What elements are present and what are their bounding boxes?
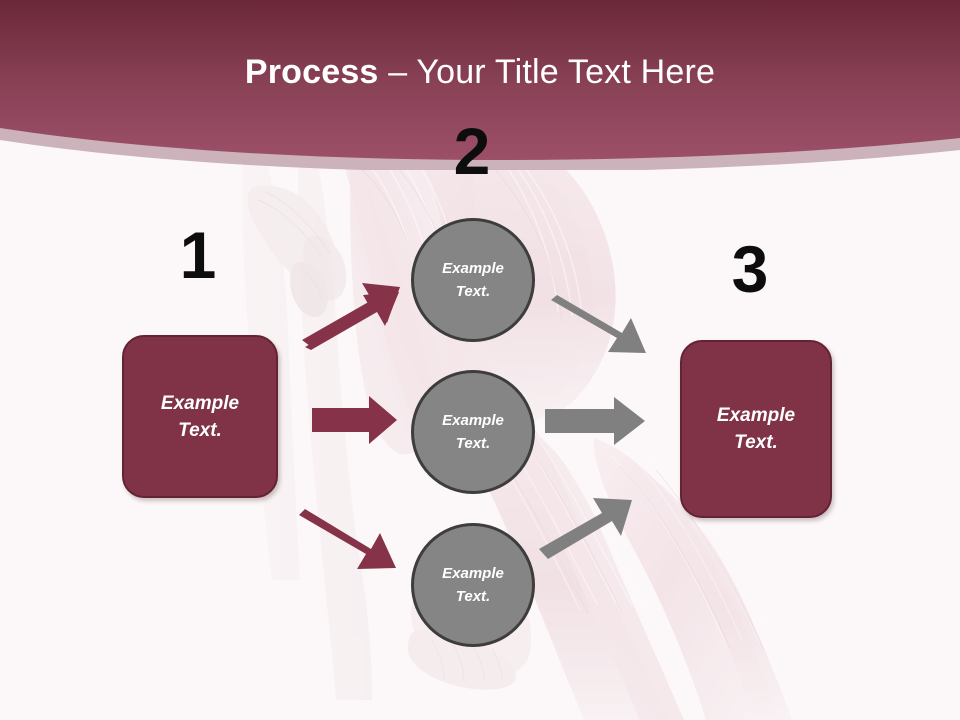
step-number-1: 1 (179, 218, 217, 292)
process-circle-middle-line2: Text. (455, 435, 491, 452)
step-number-3: 3 (731, 232, 769, 306)
arrow-start-to-circle-bottom (299, 509, 396, 569)
process-circle-top-line2: Text. (455, 283, 491, 300)
page-title-strong: Process (244, 53, 379, 91)
process-circle-top[interactable]: Example Text. (411, 218, 535, 342)
process-box-start-text: Example Text. (161, 390, 239, 444)
process-box-end-line1: Example (716, 405, 796, 426)
process-circle-bottom[interactable]: Example Text. (411, 523, 535, 647)
step-number-2: 2 (453, 114, 491, 188)
arrow-circle-bottom-to-end (539, 498, 632, 559)
arrow-circle-top-to-end (551, 295, 646, 353)
process-circle-bottom-text: Example Text. (442, 562, 504, 608)
process-circle-bottom-line2: Text. (455, 588, 491, 605)
arrow-start-to-circle-top (302, 283, 400, 350)
process-circle-middle-line1: Example (442, 412, 504, 429)
process-circle-middle[interactable]: Example Text. (411, 370, 535, 494)
process-circle-top-line1: Example (442, 260, 504, 277)
process-box-end-text: Example Text. (717, 402, 795, 456)
process-box-end-line2: Text. (734, 432, 778, 453)
process-box-start-line1: Example (160, 392, 240, 414)
process-circle-middle-text: Example Text. (442, 409, 504, 455)
process-box-end[interactable]: Example Text. (680, 340, 832, 518)
process-circle-bottom-line1: Example (442, 565, 504, 582)
arrow-start-to-circle-middle (312, 396, 397, 444)
process-circle-top-text: Example Text. (442, 257, 504, 303)
process-box-start-line2: Text. (178, 419, 222, 441)
process-box-start[interactable]: Example Text. (122, 335, 278, 498)
page-title: Process – Your Title Text Here (0, 52, 960, 92)
arrow-circle-middle-to-end (545, 397, 645, 445)
page-title-rest: – Your Title Text Here (378, 53, 716, 91)
